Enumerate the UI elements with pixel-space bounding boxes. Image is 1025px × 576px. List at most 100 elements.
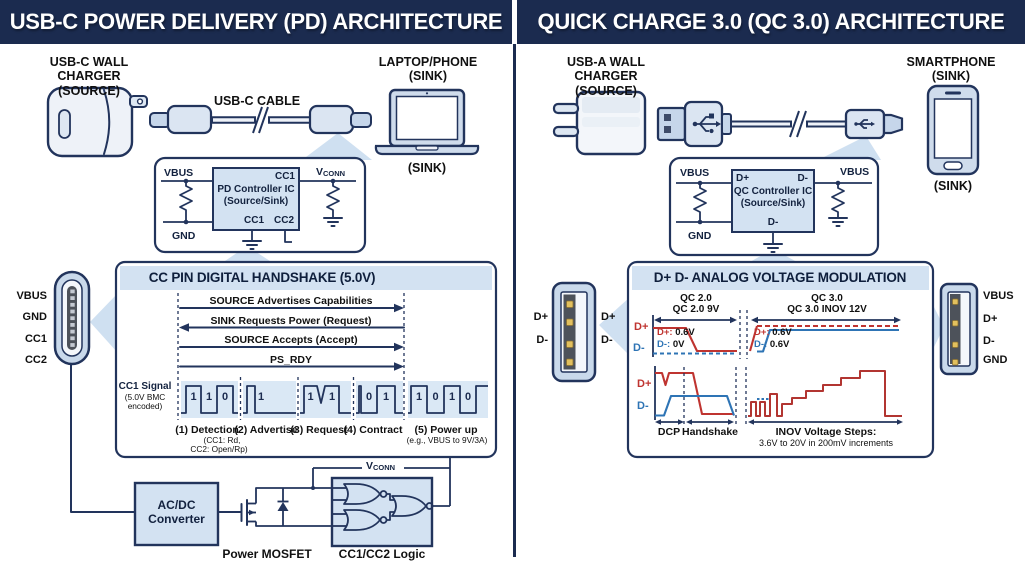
laptop-label-line1: LAPTOP/PHONE: [378, 55, 478, 69]
handshake-chart: [177, 293, 488, 420]
usbc-connector-icon: [53, 270, 91, 366]
cc1-signal-title: CC1 Signal: [118, 381, 172, 392]
smartphone-label-line1: SMARTPHONE: [906, 55, 996, 69]
qc-vbus-right-label: VBUS: [840, 166, 870, 178]
usba-connector-left-icon: [551, 281, 597, 383]
pd-gnd-label: GND: [172, 230, 196, 242]
bit-7: 1: [382, 391, 390, 403]
inov-steps-title: INOV Voltage Steps:: [775, 426, 877, 438]
bit-2: 0: [221, 391, 229, 403]
usbc-charger-label-line1: USB-C WALL CHARGER: [49, 55, 129, 84]
cc1-signal-sub2: encoded): [127, 401, 163, 412]
pd-ic-name1: PD Controller IC: [217, 184, 295, 195]
acdc-converter-label: AC/DC Converter: [137, 498, 216, 527]
phase-1-sub1: (CC1: Rd,: [203, 435, 241, 445]
usba-cable-icon: [656, 100, 904, 148]
qc20-dminus-axis-label: D-: [633, 342, 645, 354]
modulation-title: D+ D- ANALOG VOLTAGE MODULATION: [653, 270, 907, 285]
usbc-pin-vbus: VBUS: [16, 290, 47, 302]
dcp-label: DCP: [657, 426, 681, 438]
right-panel-title: QUICK CHARGE 3.0 (QC 3.0) ARCHITECTURE: [517, 0, 1025, 44]
lower-dplus-axis-label: D+: [637, 378, 652, 390]
cc1-signal-label: CC1 Signal (5.0V BMC encoded): [114, 381, 176, 412]
cc-logic-label: CC1/CC2 Logic: [338, 547, 426, 561]
qc20-dplus-value: D+: 0.6V: [657, 327, 695, 339]
vconn-main: V: [366, 460, 374, 472]
usba-charger-label-line2: (SOURCE): [575, 83, 637, 98]
qc-ic-pin-dplus: D+: [736, 173, 750, 184]
phase-2: (2) Advertise: [234, 424, 298, 436]
usba-wall-charger-icon: [552, 90, 647, 156]
qc30-dplus-key: D+:: [754, 327, 770, 338]
qc20-dplus-key: D+:: [657, 327, 673, 338]
modulation-charts: [652, 310, 903, 426]
acdc-line2: Converter: [148, 511, 205, 526]
bit-9: 0: [432, 391, 439, 403]
usba-right-pin-dminus: D-: [983, 335, 995, 347]
phase-1: (1) Detection: [175, 424, 239, 436]
vconn-bottom-label: VCONN: [366, 460, 395, 473]
bit-5: 1: [328, 391, 336, 403]
usba-right-pin-dplus: D+: [983, 313, 998, 325]
laptop-sink-caption: (SINK): [407, 161, 447, 175]
bit-0: 1: [190, 391, 197, 403]
handshake-msg-3: SOURCE Accepts (Accept): [224, 334, 358, 346]
vconn-main: V: [316, 166, 324, 178]
usbc-charger-label: USB-C WALL CHARGER (SOURCE): [19, 55, 159, 98]
smartphone-label-line2: (SINK): [931, 69, 971, 84]
usbc-wall-charger-icon: [46, 86, 148, 158]
qc-vbus-left-label: VBUS: [680, 167, 710, 179]
qc20-dminus-key: D-:: [657, 339, 671, 350]
pd-ic-pin-cc2-bottom: CC2: [274, 215, 295, 226]
usbc-cable-icon: [149, 104, 372, 135]
usbc-pin-gnd: GND: [22, 311, 47, 323]
laptop-label: LAPTOP/PHONE (SINK): [358, 55, 498, 84]
mosfet-symbol: [240, 487, 332, 527]
usba-charger-label-line1: USB-A WALL CHARGER: [567, 55, 645, 84]
panel-divider: [513, 44, 516, 557]
qc30-label2: QC 3.0 INOV 12V: [787, 304, 867, 315]
bit-10: 1: [448, 391, 456, 403]
qc20-dplus-val: 0.6V: [675, 327, 695, 338]
qc-ic-pin-dminus-top: D-: [797, 173, 808, 184]
smartphone-label: SMARTPHONE (SINK): [881, 55, 1021, 84]
power-mosfet-label: Power MOSFET: [222, 547, 312, 561]
qc-ic-name1: QC Controller IC: [733, 186, 813, 197]
handshake-phase-label: Handshake: [681, 426, 739, 438]
bit-4: 1: [307, 391, 314, 403]
bit-11: 0: [464, 391, 472, 403]
usb-trident-icon: [692, 113, 721, 134]
qc30-dminus-key: D-:: [754, 339, 768, 350]
qc20-dminus-val: 0V: [672, 339, 685, 350]
pd-vconn-label: VCONN: [316, 166, 345, 179]
usba-left-pin-dplus-l: D+: [533, 311, 548, 323]
usbc-cable-label: USB-C CABLE: [213, 94, 301, 108]
lower-dminus-axis-label: D-: [637, 400, 649, 412]
pd-ic-name2: (Source/Sink): [223, 196, 289, 207]
usbc-charger-label-line2: (SOURCE): [58, 83, 120, 98]
phase-5: (5) Power up: [414, 424, 478, 436]
vconn-sub: CONN: [323, 169, 346, 178]
usba-right-pin-gnd: GND: [983, 354, 1008, 366]
phase-3: (3) Request: [290, 424, 348, 436]
usba-charger-label: USB-A WALL CHARGER (SOURCE): [536, 55, 676, 98]
left-panel-title: USB-C POWER DELIVERY (PD) ARCHITECTURE: [0, 0, 512, 44]
laptop-icon: [374, 88, 480, 156]
qc-ic-pin-dminus-bottom: D-: [767, 217, 779, 228]
pd-schematic: [161, 167, 356, 250]
nor-gate-icons: [332, 483, 450, 531]
usba-left-pin-dminus-l: D-: [536, 334, 548, 346]
qc30-label1: QC 3.0: [811, 293, 843, 304]
laptop-label-line2: (SINK): [408, 69, 448, 84]
pd-vbus-label: VBUS: [164, 167, 194, 179]
inov-steps-detail: 3.6V to 20V in 200mV increments: [758, 438, 894, 448]
usbc-pin-cc1: CC1: [24, 333, 47, 345]
bit-6: 0: [365, 391, 373, 403]
vconn-sub: CONN: [373, 463, 396, 472]
acdc-line1: AC/DC: [157, 498, 196, 512]
smartphone-icon: [926, 84, 980, 176]
usba-right-pin-vbus: VBUS: [983, 290, 1014, 302]
qc30-dminus-val: 0.6V: [769, 339, 790, 350]
